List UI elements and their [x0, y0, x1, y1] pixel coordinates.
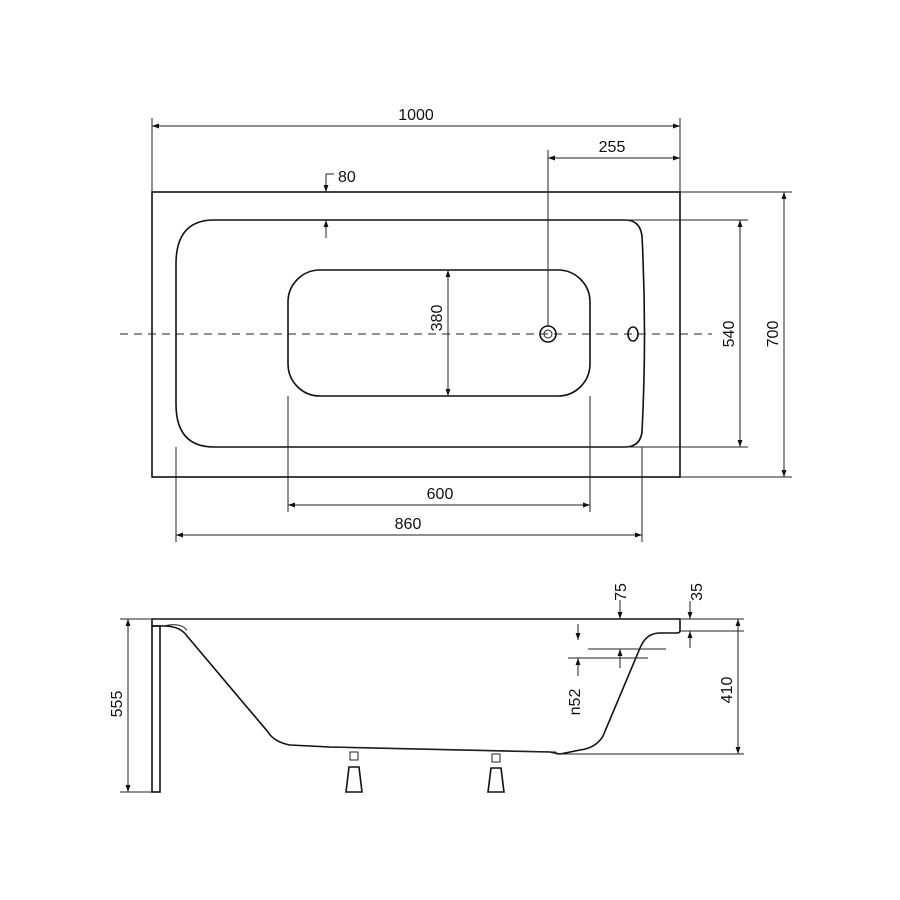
dim-label-drain-offset: 255	[599, 139, 626, 156]
tub-side-profile	[151, 618, 681, 755]
dim-label-rim-top: 35	[689, 583, 706, 601]
tub-bottom-outline	[287, 269, 591, 397]
dim-label-total-height: 555	[109, 691, 126, 718]
support-frame	[321, 746, 557, 753]
dim-label-overall-width: 700	[765, 321, 782, 348]
dim-label-overall-length: 1000	[398, 107, 434, 124]
side-view: 555 410 35 75 n52	[109, 583, 744, 793]
dim-label-bottom-width: 380	[429, 305, 446, 332]
dim-label-overflow-depth: 75	[613, 583, 630, 601]
dim-label-bottom-length: 600	[427, 486, 454, 503]
leg-right-icon	[487, 753, 505, 793]
tub-inner-rim	[175, 219, 646, 448]
dim-label-overflow-diameter: n52	[567, 689, 584, 716]
dim-label-depth: 410	[719, 677, 736, 704]
rim-edge-left	[163, 624, 188, 631]
top-view: 1000 255 80 380 540 700 600 860	[120, 107, 792, 542]
dim-label-inner-width: 540	[721, 321, 738, 348]
dim-label-rim-offset: 80	[338, 169, 356, 186]
front-panel	[151, 625, 161, 793]
overflow-icon	[627, 326, 639, 342]
leg-left-icon	[345, 751, 363, 793]
dim-label-inner-length: 860	[395, 516, 422, 533]
